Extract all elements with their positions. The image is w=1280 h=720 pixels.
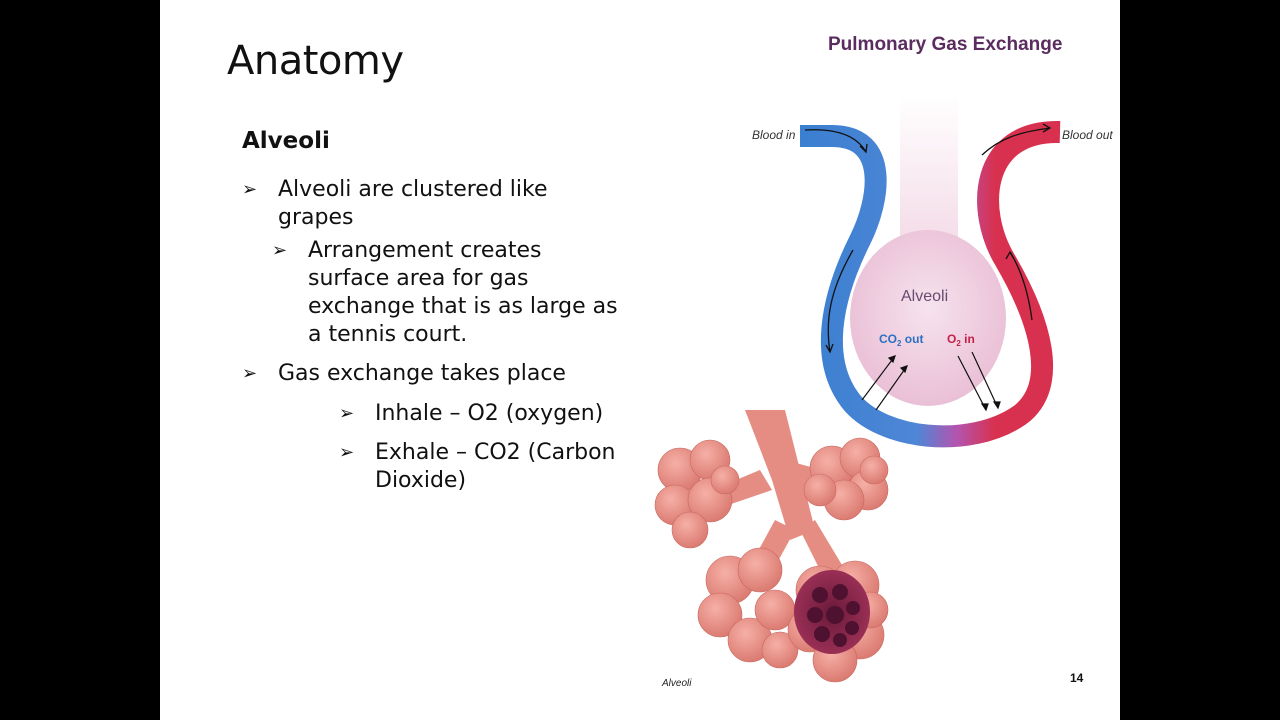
arrow-bullet-icon: ➢ — [242, 363, 258, 384]
bullet-line: grapes — [278, 205, 354, 230]
bullet-gas-exchange: ➢ Gas exchange takes place — [242, 360, 632, 388]
alveolus-duct — [900, 95, 958, 255]
subheading: Alveoli — [242, 128, 330, 154]
alveoli-label: Alveoli — [901, 288, 948, 305]
arrow-bullet-icon: ➢ — [272, 240, 288, 261]
co2-out-label: CO2 out — [879, 332, 923, 348]
arrow-bullet-icon: ➢ — [339, 442, 355, 463]
blood-out-label: Blood out — [1062, 128, 1113, 142]
slide-title: Anatomy — [227, 38, 404, 84]
blood-in-label: Blood in — [752, 128, 796, 142]
arrow-bullet-icon: ➢ — [242, 179, 258, 200]
bullet-line: Inhale – O2 (oxygen) — [375, 401, 604, 426]
gas-exchange-diagram: Pulmonary Gas Exchange Blood in Blood ou… — [654, 34, 1113, 689]
image-caption: Alveoli — [661, 678, 692, 689]
flow-arrows — [804, 123, 1052, 354]
alveoli-cluster-illustration — [654, 410, 889, 683]
gas-arrows — [861, 351, 1001, 412]
bullet-line: Alveoli are clustered like — [278, 177, 548, 202]
bullet-exhale: ➢ Exhale – CO2 (Carbon Dioxide) — [339, 439, 639, 495]
diagram-title: Pulmonary Gas Exchange — [828, 34, 1062, 55]
bullet-line: Arrangement creates — [308, 238, 542, 263]
page-number: 14 — [1070, 671, 1084, 685]
bullet-clustered: ➢ Alveoli are clustered like grapes — [242, 176, 632, 232]
bullet-line: exchange that is as large as — [308, 294, 618, 319]
o2-in-label: O2 in — [947, 332, 975, 348]
bullet-line: a tennis court. — [308, 322, 468, 347]
bullet-line: surface area for gas — [308, 266, 529, 291]
bullet-line: Dioxide) — [375, 468, 467, 493]
bullet-line: Exhale – CO2 (Carbon — [375, 440, 616, 465]
slide: Anatomy Alveoli ➢ Alveoli are clustered … — [160, 0, 1120, 720]
bullet-line: Gas exchange takes place — [278, 361, 566, 386]
bullet-arrangement: ➢ Arrangement creates surface area for g… — [272, 237, 652, 349]
alveolus-sac — [850, 230, 1006, 406]
blood-vessel — [800, 120, 1061, 448]
bullet-inhale: ➢ Inhale – O2 (oxygen) — [339, 400, 639, 428]
arrow-bullet-icon: ➢ — [339, 403, 355, 424]
